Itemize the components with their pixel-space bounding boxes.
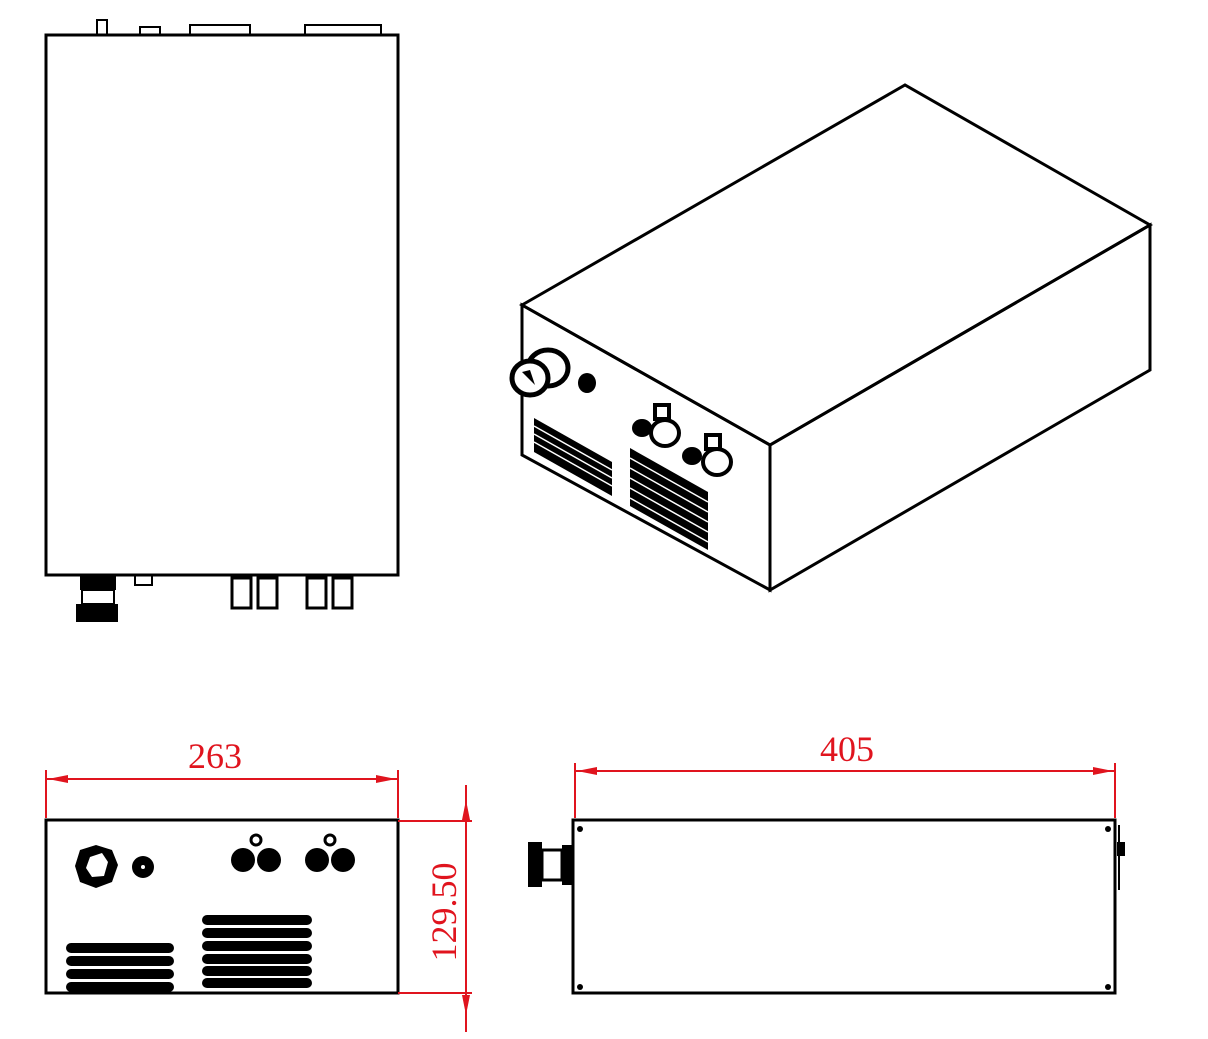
front-vent-right [202, 915, 312, 988]
isometric-view [509, 83, 1154, 593]
power-connector-top [76, 575, 118, 622]
dimension-height-label: 129.50 [424, 863, 464, 962]
iso-vent-right [629, 448, 709, 550]
top-view [44, 19, 400, 622]
side-connector [528, 842, 573, 887]
front-view: 263 129.50 [44, 736, 472, 1032]
dimension-length-label: 405 [820, 729, 874, 769]
iso-output-connectors [632, 403, 733, 477]
front-vent-left [66, 943, 174, 992]
side-view: 405 [528, 729, 1125, 995]
iso-power-connector [509, 347, 571, 398]
iso-vent-left [533, 418, 613, 496]
dimension-width-label: 263 [188, 736, 242, 776]
